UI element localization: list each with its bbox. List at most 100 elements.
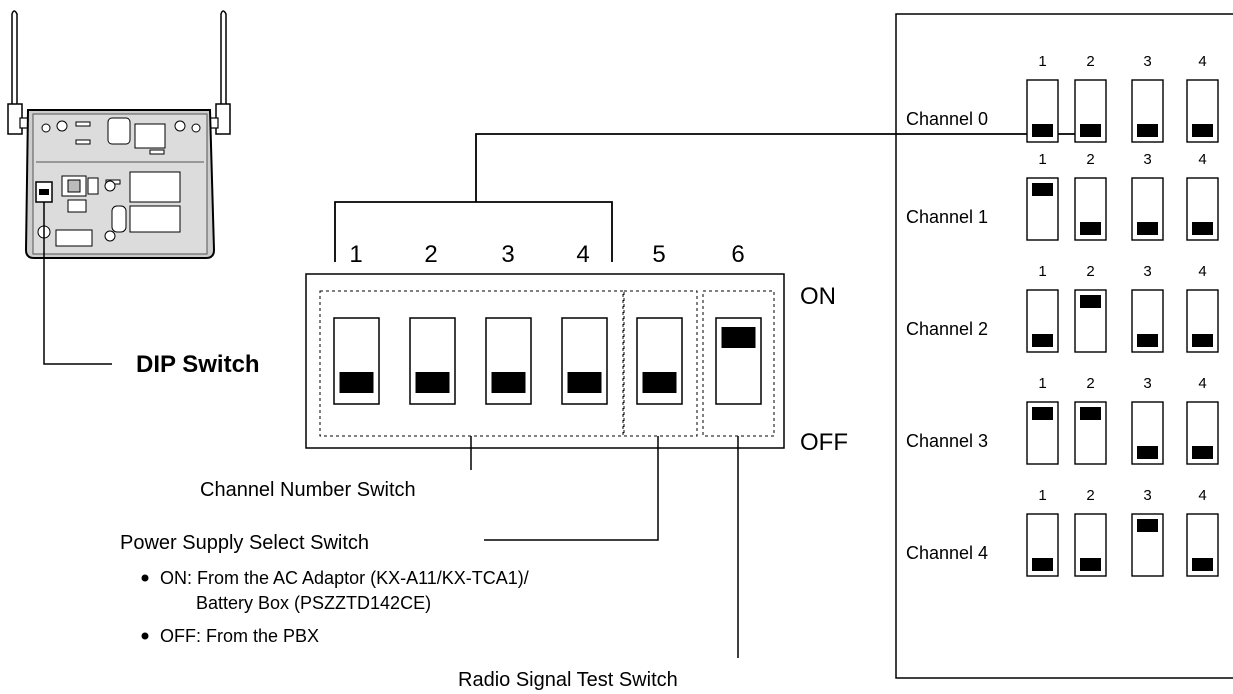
channel-label: Channel 4 <box>906 543 988 563</box>
toggle-knob <box>491 372 526 393</box>
channel-row: Channel 1 1 2 3 4 <box>906 151 1219 241</box>
toggle-knob <box>1137 124 1158 137</box>
channel-switch-number: 1 <box>1038 375 1046 392</box>
toggle-knob <box>1080 124 1101 137</box>
bracket-connector <box>475 133 1090 202</box>
channel-row: Channel 0 1 2 3 4 <box>906 53 1219 143</box>
toggle-knob <box>1032 558 1053 571</box>
bullet <box>141 632 149 640</box>
channel-toggle <box>1186 79 1219 143</box>
dip-toggle-4 <box>561 317 608 405</box>
channel-switch-number: 4 <box>1198 53 1206 70</box>
toggle-knob <box>339 372 374 393</box>
channel-toggle <box>1074 79 1107 143</box>
power-on-note: ON: From the AC Adaptor (KX-A11/KX-TCA1)… <box>160 568 529 588</box>
channel-switch-number: 4 <box>1198 375 1206 392</box>
channel-label: Channel 0 <box>906 109 988 129</box>
dip-toggle-1 <box>333 317 380 405</box>
base-unit-illustration <box>7 10 231 259</box>
channel-toggle <box>1074 289 1107 353</box>
toggle-knob <box>1137 334 1158 347</box>
toggle-knob <box>1080 222 1101 235</box>
toggle-knob <box>1137 446 1158 459</box>
channel-group-outline <box>319 290 624 437</box>
off-label: OFF <box>800 429 848 456</box>
power-supply-leader <box>484 436 659 541</box>
channel-label: Channel 1 <box>906 207 988 227</box>
channel-switch-number: 1 <box>1038 263 1046 280</box>
dip-toggle-6 <box>715 317 762 405</box>
channel-switch-number: 3 <box>1143 53 1151 70</box>
channel-switch-number: 2 <box>1086 151 1094 168</box>
toggle-knob <box>1032 183 1053 196</box>
toggle-knob <box>1137 519 1158 532</box>
channel-toggle <box>1131 401 1164 465</box>
channel-toggle <box>1074 177 1107 241</box>
switch-number: 6 <box>731 241 744 268</box>
channel-toggle <box>1186 289 1219 353</box>
switch-numbers: 1 2 3 4 5 6 <box>349 241 744 268</box>
dip-switch-body <box>305 273 785 449</box>
toggle-knob <box>1080 558 1101 571</box>
toggle-knob <box>1032 334 1053 347</box>
power-on-note-cont: Battery Box (PSZZTD142CE) <box>196 593 431 613</box>
channel-switch-number: 4 <box>1198 487 1206 504</box>
toggle-knob <box>1192 334 1213 347</box>
channel-label: Channel 3 <box>906 431 988 451</box>
channel-toggle <box>1074 513 1107 577</box>
channel-switch-number: 1 <box>1038 53 1046 70</box>
channel-switch-number: 2 <box>1086 53 1094 70</box>
channel-toggle <box>1186 177 1219 241</box>
toggle-knob <box>721 327 756 348</box>
channel-toggle <box>1131 177 1164 241</box>
toggle-knob <box>642 372 677 393</box>
channel-number-switch-label: Channel Number Switch <box>200 479 416 501</box>
power-group-outline <box>623 290 698 437</box>
channel-switch-number: 3 <box>1143 263 1151 280</box>
channel-toggle <box>1186 401 1219 465</box>
channel-switch-number: 3 <box>1143 151 1151 168</box>
radio-signal-test-label: Radio Signal Test Switch <box>458 669 678 691</box>
channel-toggle <box>1026 513 1059 577</box>
dip-toggle-2 <box>409 317 456 405</box>
channel-bracket <box>334 201 613 262</box>
toggle-knob <box>415 372 450 393</box>
channel-switch-number: 2 <box>1086 487 1094 504</box>
toggle-knob <box>1192 446 1213 459</box>
on-label: ON <box>800 283 836 310</box>
channel-switch-number: 2 <box>1086 263 1094 280</box>
dip-toggle-3 <box>485 317 532 405</box>
power-supply-select-label: Power Supply Select Switch <box>120 532 369 554</box>
toggle-knob <box>1080 407 1101 420</box>
toggle-knob <box>1192 222 1213 235</box>
switch-number: 4 <box>576 241 589 268</box>
toggle-knob <box>1080 295 1101 308</box>
toggle-knob <box>567 372 602 393</box>
channel-toggle <box>1186 513 1219 577</box>
toggle-knob <box>1032 407 1053 420</box>
channel-toggle <box>1026 79 1059 143</box>
channel-row: Channel 2 1 2 3 4 <box>906 263 1219 353</box>
toggle-knob <box>1192 558 1213 571</box>
channel-switch-number: 4 <box>1198 151 1206 168</box>
switch-number: 1 <box>349 241 362 268</box>
channel-label: Channel 2 <box>906 319 988 339</box>
channel-toggle <box>1026 289 1059 353</box>
channel-switch-number: 2 <box>1086 375 1094 392</box>
switch-number: 3 <box>501 241 514 268</box>
bullet <box>141 574 149 582</box>
dip-switch-leader <box>43 202 112 365</box>
channel-switch-number: 4 <box>1198 263 1206 280</box>
toggle-knob <box>1032 124 1053 137</box>
channel-switch-number: 1 <box>1038 151 1046 168</box>
dip-switch-label: DIP Switch <box>136 351 260 378</box>
toggle-knob <box>1137 222 1158 235</box>
channel-toggle <box>1131 79 1164 143</box>
power-off-note: OFF: From the PBX <box>160 626 319 646</box>
dip-toggle-5 <box>636 317 683 405</box>
switch-number: 2 <box>424 241 437 268</box>
